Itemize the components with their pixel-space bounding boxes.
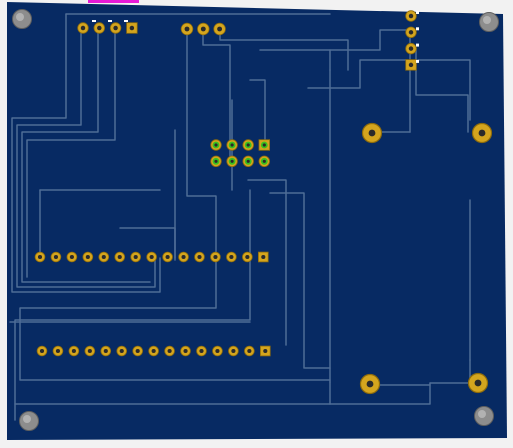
right-header4-silk-4 xyxy=(416,59,419,63)
trace-29 xyxy=(329,382,431,405)
large-pad-drill-4 xyxy=(474,379,482,387)
lower-row-header-pin-15-drill xyxy=(263,348,268,354)
trace-5 xyxy=(26,28,116,278)
upper-row-header-pin-14-drill xyxy=(245,254,250,260)
lower-row-header-pin-13-drill xyxy=(231,348,236,354)
lower-row-header-pin-2-drill xyxy=(55,348,61,354)
top-header4-silk-3 xyxy=(124,20,128,22)
large-pad-drill-1 xyxy=(368,129,376,137)
trace-4 xyxy=(21,28,151,283)
upper-row-header-pin-7-drill xyxy=(133,254,138,260)
top-header4-silk-1 xyxy=(92,20,96,22)
trace-26 xyxy=(307,59,409,89)
lower-row-header-pin-3-drill xyxy=(71,348,76,354)
header2x4-core-1-4 xyxy=(262,143,266,147)
right-header4-silk-2 xyxy=(416,27,419,31)
lower-row-header-pin-11-drill xyxy=(199,348,204,354)
lower-row-header-pin-8-drill xyxy=(151,348,156,354)
trace-7 xyxy=(202,28,231,166)
lower-row-header-pin-14-drill xyxy=(247,348,252,354)
lower-row-header-pin-6-drill xyxy=(119,348,124,354)
mount-hole-highlight-4 xyxy=(478,410,486,418)
top-header4-silk-2 xyxy=(108,20,112,22)
top-header3-pin-3-drill xyxy=(217,26,223,32)
large-pad-drill-3 xyxy=(366,380,374,388)
lower-row-header-pin-7-drill xyxy=(135,348,140,354)
trace-18 xyxy=(269,192,305,369)
mount-hole-highlight-2 xyxy=(483,16,491,24)
upper-row-header-pin-15-drill xyxy=(261,254,266,260)
header2x4-core-1-2 xyxy=(230,143,234,147)
lower-row-header-pin-12-drill xyxy=(215,348,220,354)
lower-row-header-pin-1-drill xyxy=(39,348,45,354)
right-header4-pin-1-drill xyxy=(408,13,414,19)
large-pad-layer xyxy=(359,122,493,395)
upper-row-header-pin-5-drill xyxy=(101,254,106,260)
top-header4-pin-1-drill xyxy=(80,25,86,31)
top-header3-pin-2-drill xyxy=(200,26,206,32)
header2x4-core-1-1 xyxy=(214,143,218,147)
right-header4-silk-1 xyxy=(416,11,419,14)
top-header4-pin-4-drill xyxy=(129,25,135,31)
upper-row-header-pin-12-drill xyxy=(213,254,218,260)
upper-row-header-pin-3-drill xyxy=(69,254,74,260)
lower-row-header-pin-9-drill xyxy=(167,348,172,354)
mount-hole-highlight-3 xyxy=(23,415,31,423)
mount-hole-highlight-1 xyxy=(16,13,24,21)
trace-22 xyxy=(259,29,411,51)
lower-row-header-pin-4-drill xyxy=(87,348,92,354)
large-pad-drill-2 xyxy=(478,129,486,137)
pcb-board xyxy=(7,2,507,440)
trace-14 xyxy=(247,179,287,346)
upper-row-header-pin-1-drill xyxy=(37,254,43,260)
trace-3 xyxy=(16,28,156,288)
upper-row-header-pin-2-drill xyxy=(53,254,59,260)
top-header4-pin-3-drill xyxy=(113,25,118,31)
trace-6 xyxy=(19,28,331,381)
top-header4-pin-2-drill xyxy=(97,25,102,31)
upper-row-header-pin-13-drill xyxy=(229,254,234,260)
upper-row-header-pin-4-drill xyxy=(85,254,90,260)
board-marker xyxy=(88,0,139,3)
mount-hole-layer xyxy=(12,9,499,431)
trace-25 xyxy=(415,47,469,133)
upper-row-header-pin-10-drill xyxy=(181,254,186,260)
header2x4-core-1-3 xyxy=(246,143,250,147)
header2x4-core-2-2 xyxy=(230,159,234,163)
header-layer xyxy=(34,10,419,357)
lower-row-header-pin-5-drill xyxy=(103,348,108,354)
header2x4-core-2-4 xyxy=(262,159,266,163)
header2x4-core-2-1 xyxy=(214,159,218,163)
right-header4-pin-3-drill xyxy=(408,46,414,51)
upper-row-header-pin-11-drill xyxy=(197,254,202,260)
upper-row-header-pin-9-drill xyxy=(165,254,170,260)
trace-33 xyxy=(417,59,471,121)
lower-row-header-pin-10-drill xyxy=(183,348,188,354)
trace-2 xyxy=(11,13,161,293)
right-header4-silk-3 xyxy=(416,43,419,47)
right-header4-pin-4-drill xyxy=(408,62,414,68)
top-header3-pin-1-drill xyxy=(184,26,190,32)
trace-13 xyxy=(249,79,266,147)
upper-row-header-pin-6-drill xyxy=(117,254,122,260)
header2x4-core-2-3 xyxy=(246,159,250,163)
upper-row-header-pin-8-drill xyxy=(149,254,154,260)
right-header4-pin-2-drill xyxy=(408,30,414,35)
